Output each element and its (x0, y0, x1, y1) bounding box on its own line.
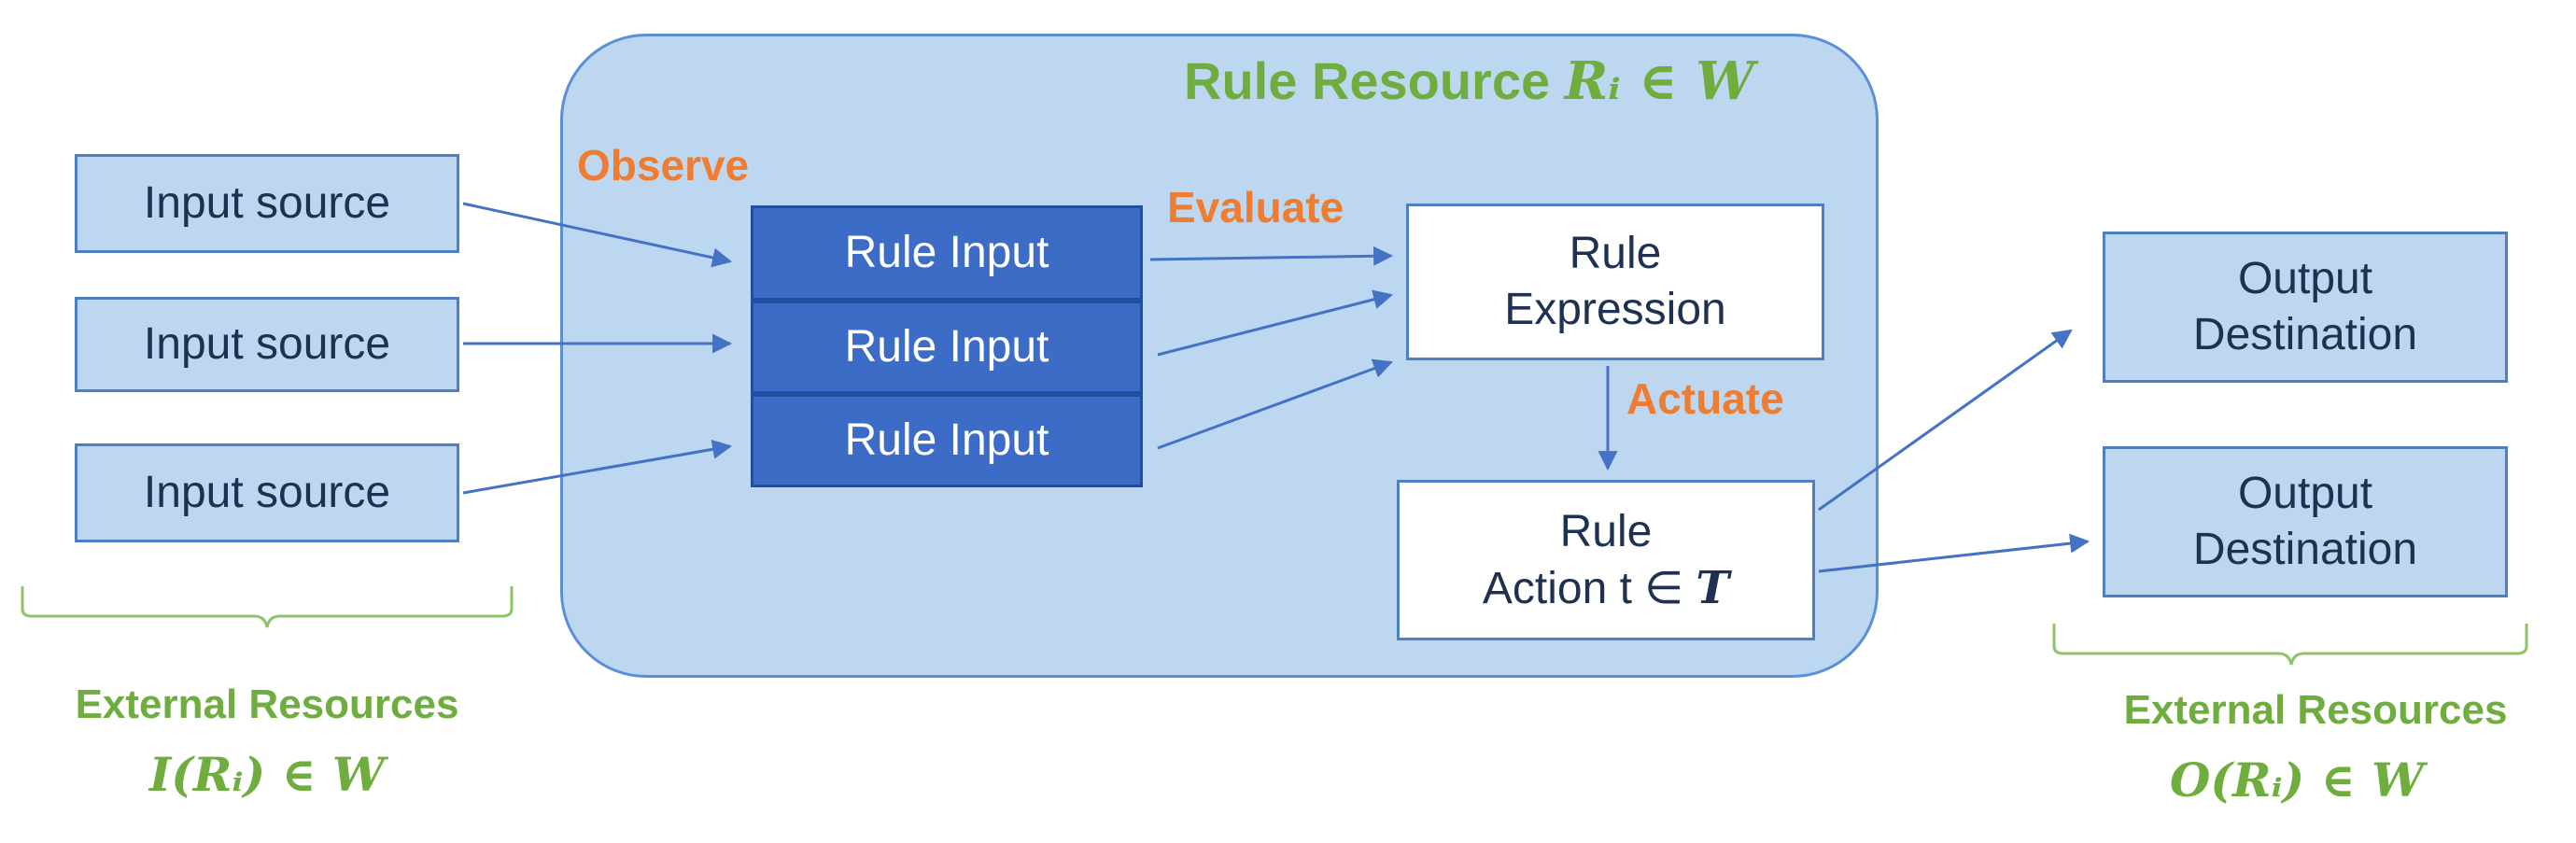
arrow-action-to-output1 (1818, 329, 2073, 512)
arrow-action-to-output2 (1818, 533, 2090, 573)
right-brace (2052, 624, 2528, 666)
rule-resource-title-math: Rᵢ ∈ W (1564, 50, 1754, 112)
evaluate-label: Evaluate (1167, 183, 1344, 232)
rule-action-line1: Rule (1559, 506, 1653, 556)
rule-action-line2: Action t ∈ T (1483, 560, 1729, 617)
rule-resource-title: Rule Resource Rᵢ ∈ W (1184, 50, 1754, 112)
external-resources-left-math: I(Rᵢ) ∈ W (148, 747, 386, 802)
arrow-rule-input3-to-expression (1157, 358, 1393, 450)
observe-label: Observe (577, 141, 750, 190)
arrow-input3-to-rule-input (462, 439, 733, 495)
external-resources-right-label: External Resources (2123, 687, 2508, 733)
rule-input-3: Rule Input (751, 394, 1143, 487)
output-destination-2: Output Destination (2103, 446, 2508, 597)
input-source-1: Input source (75, 154, 459, 253)
rule-action-math: T (1696, 561, 1730, 614)
output-destination-1-line1: Output (2237, 254, 2373, 303)
input-source-3: Input source (75, 443, 459, 542)
left-brace (21, 586, 514, 628)
rule-expression-line1: Rule (1569, 229, 1662, 278)
output-destination-1: Output Destination (2103, 232, 2508, 383)
rule-expression-line2: Expression (1504, 285, 1726, 334)
rule-input-2: Rule Input (751, 301, 1143, 394)
rule-input-1: Rule Input (751, 205, 1143, 301)
external-resources-right-math: O(Rᵢ) ∈ W (2169, 752, 2425, 808)
output-destination-2-line2: Destination (2192, 525, 2418, 574)
rule-action-box: Rule Action t ∈ T (1397, 480, 1815, 640)
actuate-label: Actuate (1626, 374, 1784, 423)
output-destination-1-line2: Destination (2192, 310, 2418, 359)
output-destination-2-line1: Output (2237, 469, 2373, 518)
rule-resource-title-text: Rule Resource (1184, 51, 1565, 110)
arrow-rule-input1-to-expression (1149, 246, 1394, 266)
rule-action-text: Action t ∈ (1482, 563, 1696, 613)
input-source-2: Input source (75, 297, 459, 392)
rule-expression-box: Rule Expression (1406, 204, 1824, 360)
arrow-rule-input2-to-expression (1157, 289, 1394, 357)
external-resources-left-label: External Resources (75, 681, 459, 727)
arrow-input1-to-rule-input (462, 202, 733, 268)
